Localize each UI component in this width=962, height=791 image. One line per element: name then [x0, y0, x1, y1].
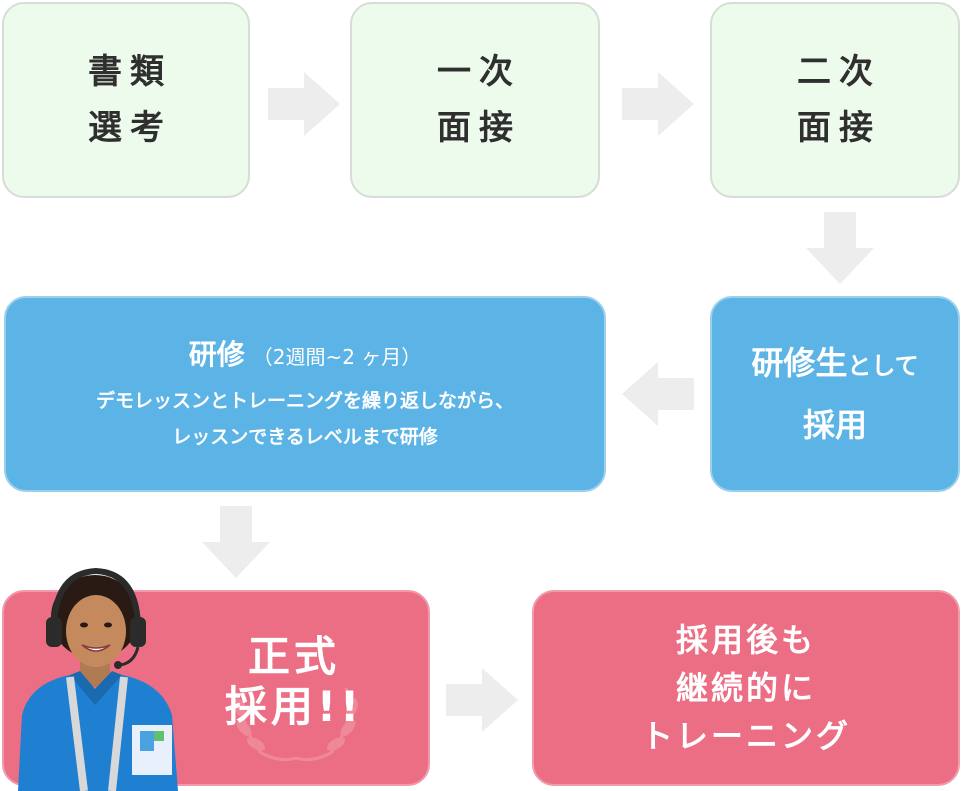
step-training: 研修 （2週間~2 ヶ月） デモレッスンとトレーニングを繰り返しながら、 レッス…: [4, 296, 606, 492]
step-official-hire-line-2: 採用!!: [224, 682, 364, 731]
step-training-desc-line-1: デモレッスンとトレーニングを繰り返しながら、: [95, 390, 514, 412]
arrow-down-icon: [806, 212, 874, 284]
step-trainee-hire-line-1: 研修生として: [751, 335, 918, 397]
step-first-interview-line-2: 面接: [437, 108, 521, 148]
arrow-left-icon: [622, 362, 694, 426]
arrow-right-icon: [446, 668, 518, 732]
step-official-hire-line-1: 正式: [247, 632, 340, 681]
step-document-screening: 書類 選考: [2, 2, 250, 198]
step-training-heading: 研修 （2週間~2 ヶ月）: [189, 333, 422, 373]
step-official-hire-text: 正式 採用!!: [214, 632, 374, 732]
step-document-screening-line-1: 書類: [88, 52, 172, 92]
step-training-desc-line-2: レッスンできるレベルまで研修: [172, 426, 438, 448]
step-continued-training-line-1: 採用後も: [675, 621, 816, 659]
step-trainee-hire-small: として: [847, 352, 919, 380]
arrow-down-icon: [202, 506, 270, 578]
step-first-interview-line-1: 一次: [437, 52, 521, 92]
arrow-right-icon: [268, 72, 340, 136]
step-document-screening-line-2: 選考: [88, 108, 172, 148]
step-trainee-hire: 研修生として 採用: [710, 296, 960, 492]
step-continued-training: 採用後も 継続的に トレーニング: [532, 590, 960, 786]
step-first-interview: 一次 面接: [350, 2, 600, 198]
step-training-subtitle: （2週間~2 ヶ月）: [252, 345, 422, 369]
person-with-headset-image: [18, 567, 178, 791]
step-continued-training-line-2: 継続的に: [675, 669, 816, 707]
step-second-interview: 二次 面接: [710, 2, 960, 198]
step-continued-training-line-3: トレーニング: [640, 717, 851, 755]
step-second-interview-line-1: 二次: [797, 52, 881, 92]
step-second-interview-line-2: 面接: [797, 108, 881, 148]
step-training-title: 研修: [188, 338, 245, 371]
step-trainee-hire-line-2: 採用: [802, 406, 867, 444]
arrow-right-icon: [622, 72, 694, 136]
laurel-icon: [234, 687, 358, 762]
step-trainee-hire-main: 研修生: [751, 344, 848, 382]
